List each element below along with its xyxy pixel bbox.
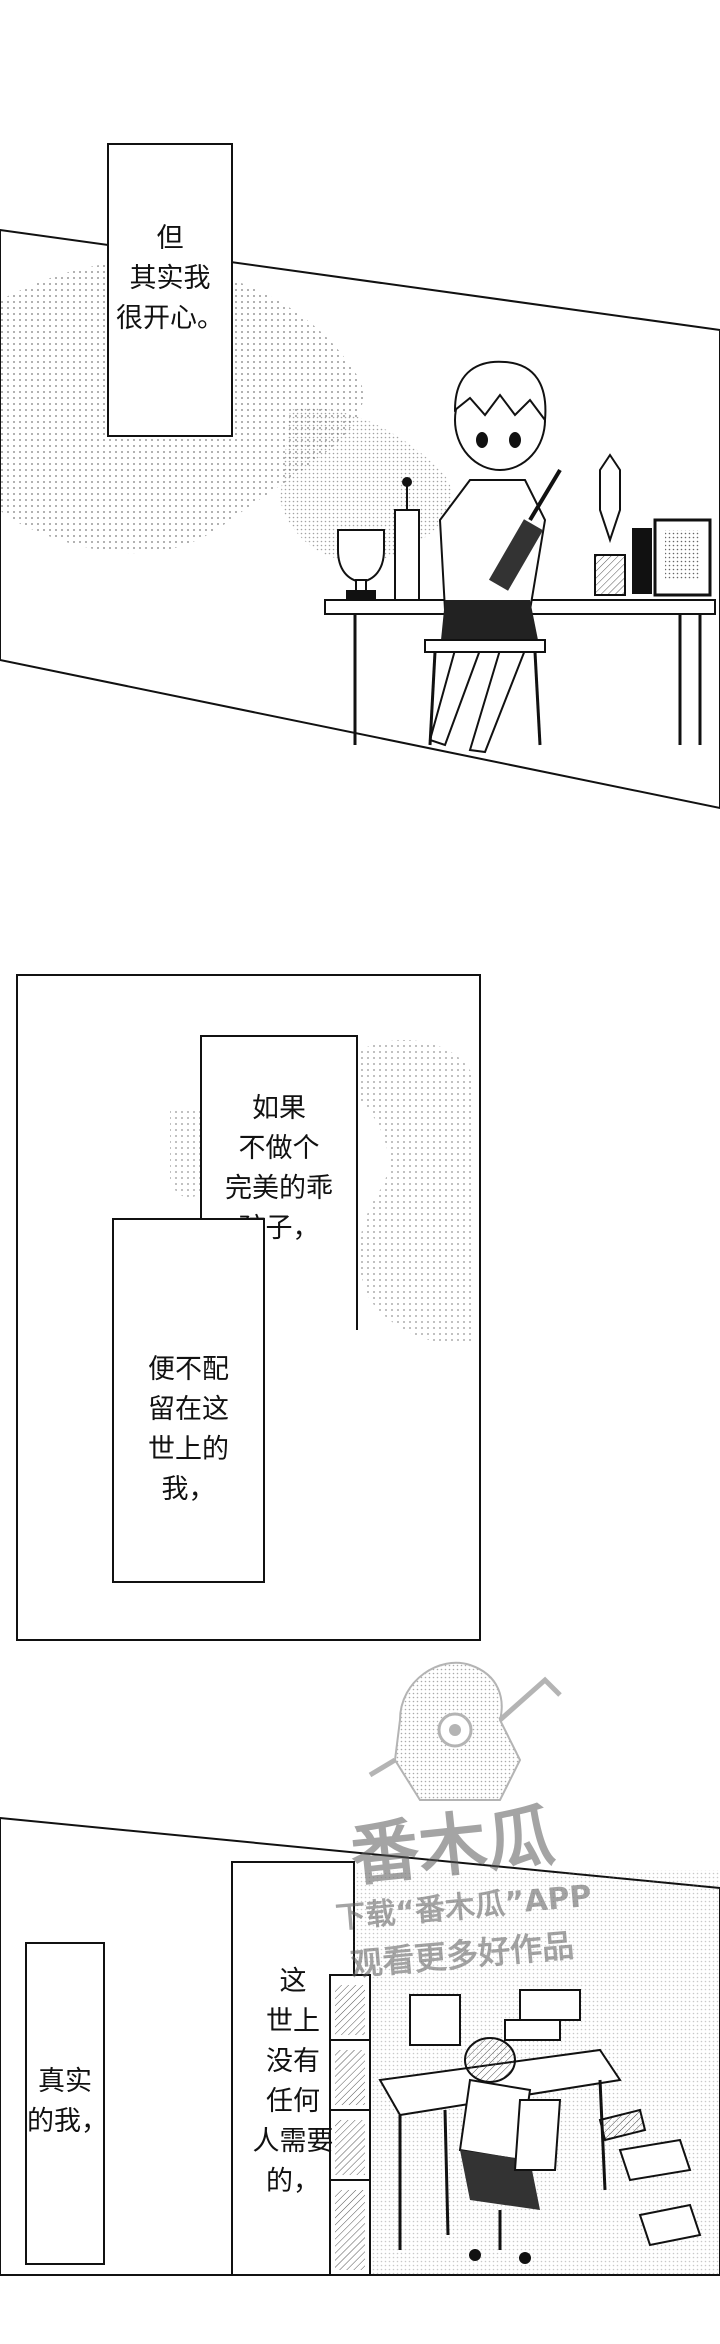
caption-line: 很开心。 <box>116 303 224 334</box>
trophy-icon <box>394 477 420 601</box>
desk-top <box>378 2048 622 2117</box>
caption-line: 真实 <box>38 2066 92 2097</box>
caption-line: 人需要 <box>252 2126 334 2157</box>
caption-line: 留在这 <box>148 1394 229 1425</box>
trophy-icon <box>337 529 385 600</box>
caption-line: 我， <box>161 1474 216 1505</box>
caption-line: 的我， <box>27 2106 108 2137</box>
caption-box-1: 但 其实我 很开心。 <box>107 143 233 437</box>
caption-line: 这 <box>279 1966 307 1997</box>
bookshelf <box>329 1974 371 2276</box>
caption-line: 但 <box>156 223 184 254</box>
trophy-icon <box>594 453 626 596</box>
caption-line: 世上的 <box>148 1434 229 1465</box>
caption-box-3-mid: 这 世上 没有 任何 人需要 的， <box>236 1962 350 2202</box>
caption-line: 便不配 <box>148 1354 229 1385</box>
character-boy <box>428 360 562 754</box>
caption-line: 完美的乖 <box>225 1173 333 1204</box>
caption-box-3-left: 真实 的我， <box>25 1942 108 2265</box>
panel-3 <box>0 1816 720 2276</box>
caption-line: 世上 <box>266 2006 320 2037</box>
caption-line: 的， <box>266 2166 320 2197</box>
caption-line: 不做个 <box>238 1133 320 1164</box>
caption-line: 如果 <box>252 1093 306 1124</box>
watermark-logo <box>368 1661 562 1801</box>
caption-line: 没有 <box>266 2046 320 2077</box>
caption-line: 其实我 <box>129 263 211 294</box>
caption-line: 任何 <box>266 2086 320 2117</box>
caption-box-2-bottom: 便不配 留在这 世上的 我， <box>112 1218 265 1583</box>
